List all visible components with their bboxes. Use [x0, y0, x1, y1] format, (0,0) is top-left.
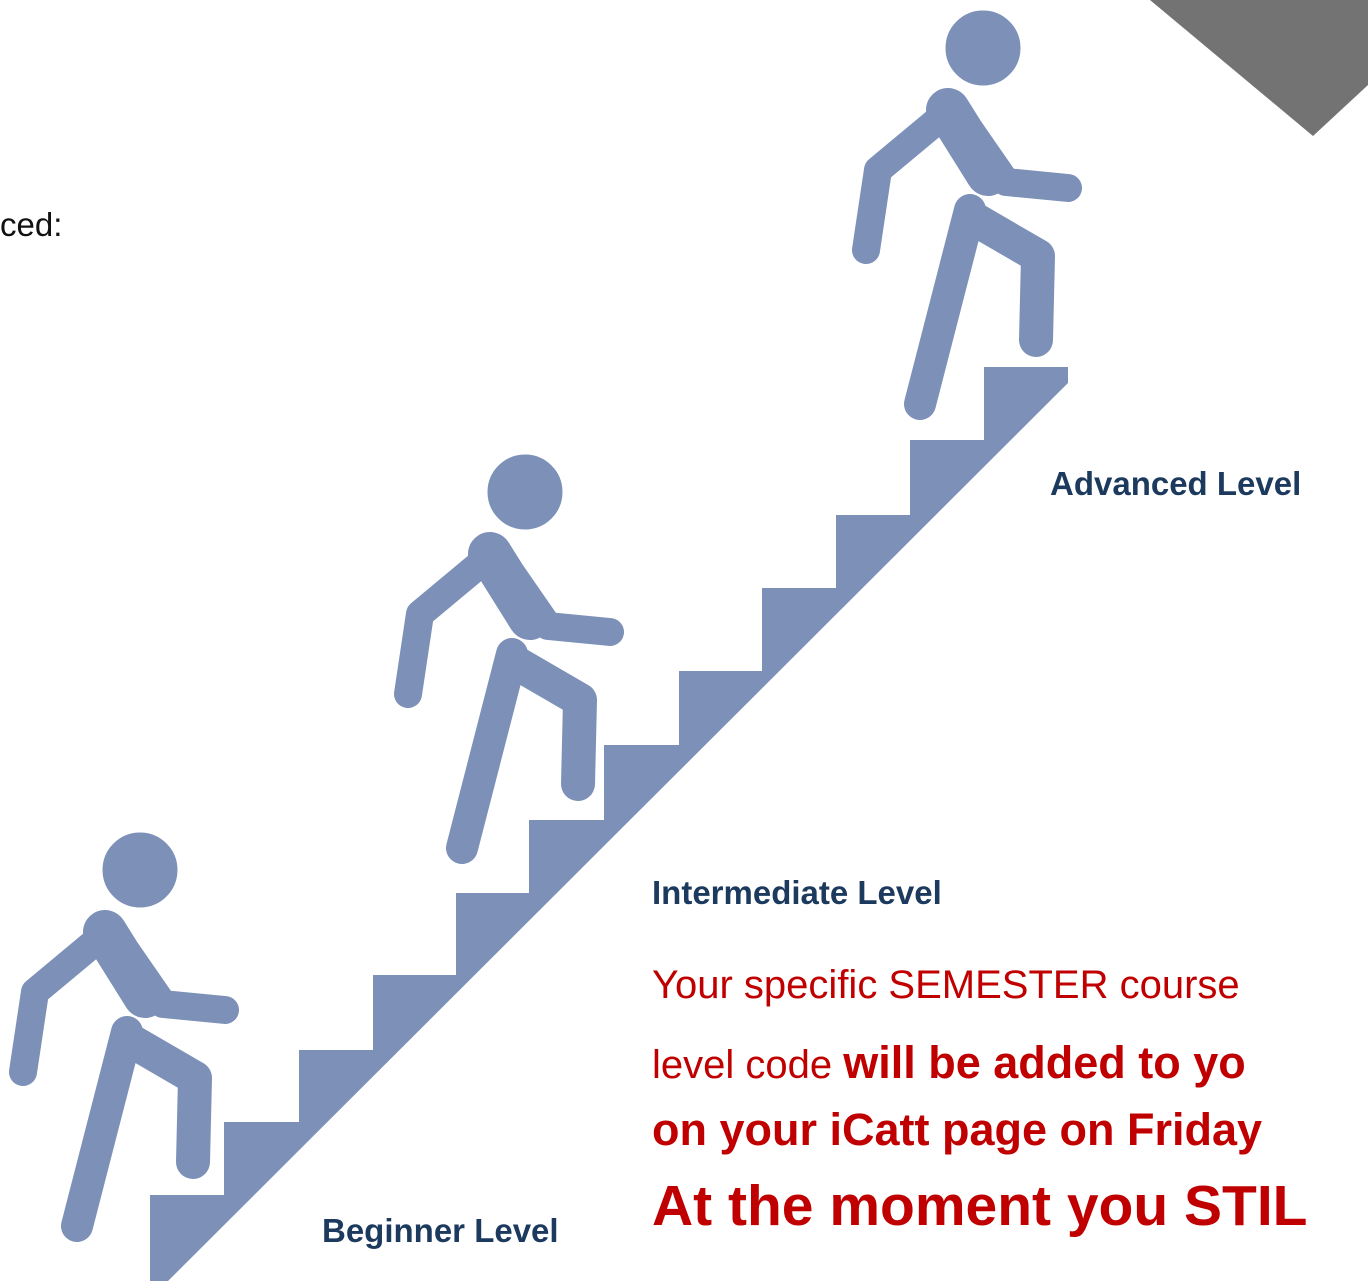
- walking-person-icon: [408, 455, 610, 848]
- notice-line-3: on your iCatt page on Friday: [652, 1104, 1263, 1155]
- notice-line-2-plain: level code: [652, 1043, 844, 1087]
- cropped-fragment-text: ced:: [0, 206, 63, 243]
- notice-line-2: level code will be added to yo: [652, 1040, 1246, 1085]
- advanced-level-label: Advanced Level: [1050, 465, 1302, 502]
- walking-person-icon: [23, 833, 225, 1226]
- notice-line-2-bold: will be added to yo: [843, 1037, 1246, 1088]
- corner-triangle: [1150, 0, 1368, 136]
- walking-person-icon: [866, 11, 1068, 404]
- notice-line-1: Your specific SEMESTER course: [652, 963, 1240, 1007]
- beginner-level-label: Beginner Level: [322, 1212, 559, 1249]
- notice-line-4: At the moment you STIL: [652, 1174, 1308, 1238]
- staircase-icon: [150, 367, 1068, 1281]
- intermediate-level-label: Intermediate Level: [652, 874, 942, 911]
